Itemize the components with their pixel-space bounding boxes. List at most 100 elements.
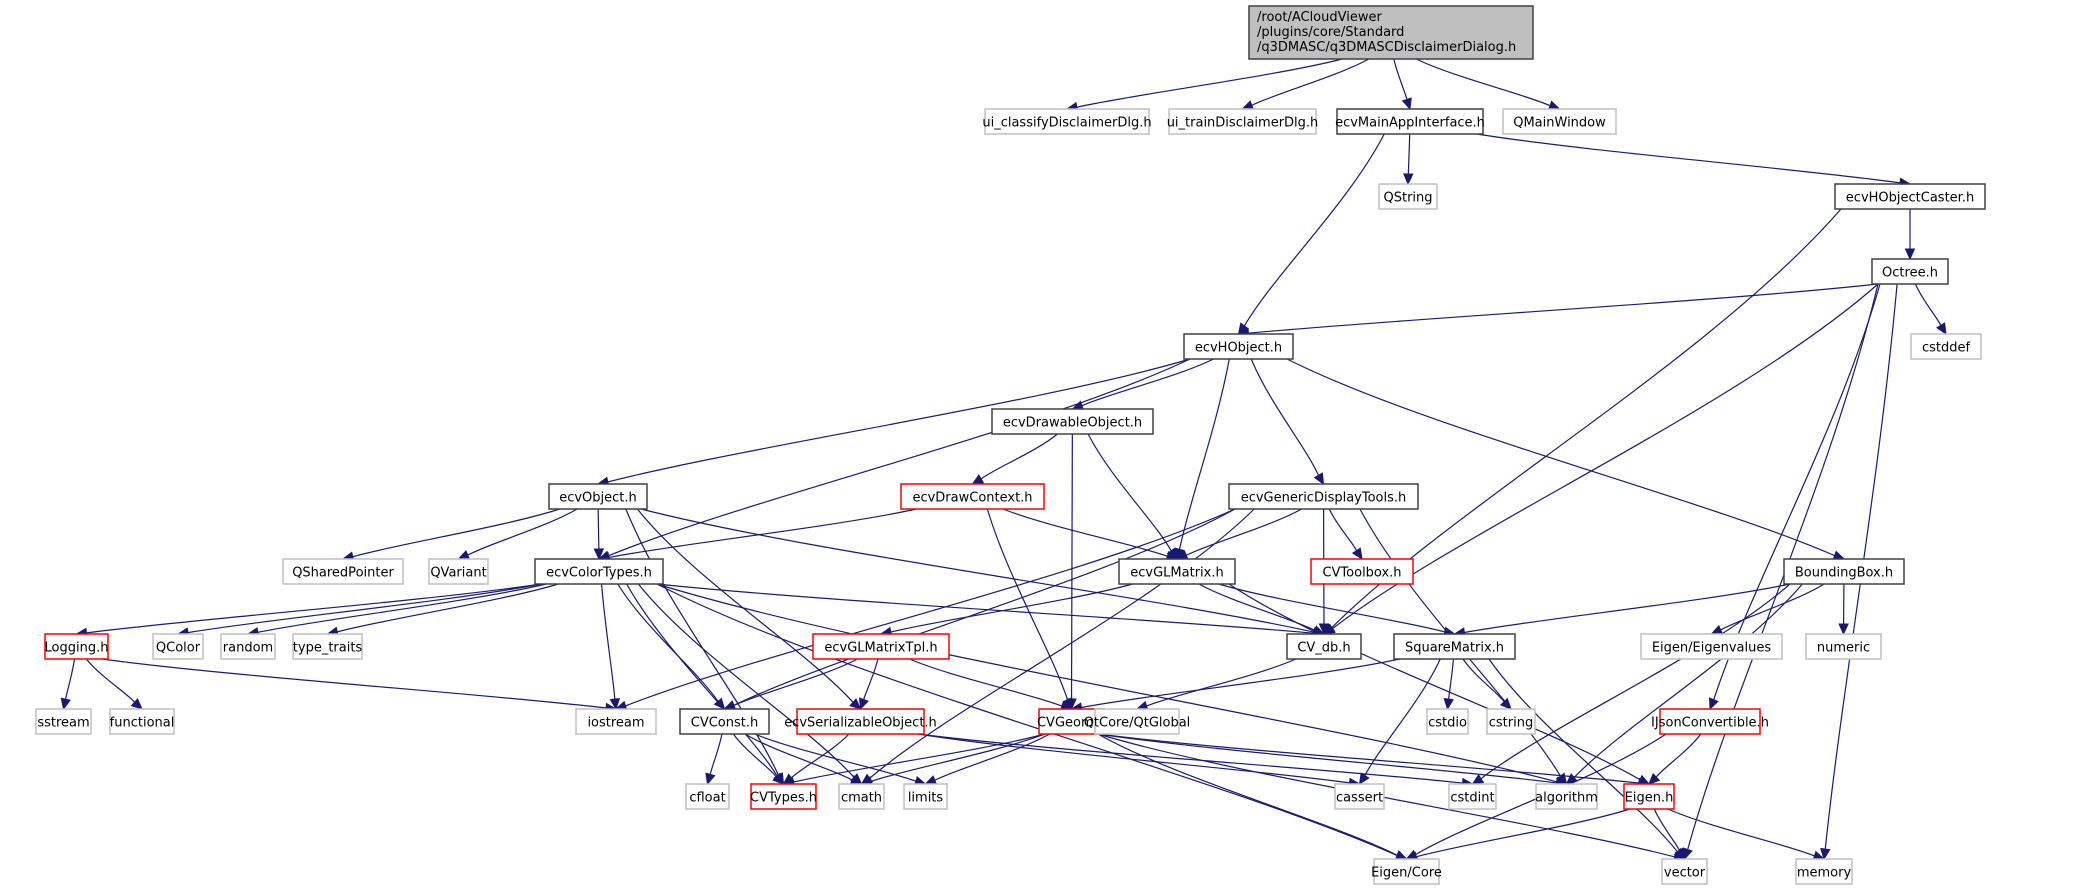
edge-root-to-QMainWindow [1416,58,1561,111]
node-ecvDrawContext[interactable]: ecvDrawContext.h [900,483,1045,510]
node-label: type_traits [293,641,363,656]
node-vector: vector [1661,858,1708,885]
node-label: vector [1664,866,1706,881]
node-box [1378,183,1438,210]
arrowhead-icon [1313,472,1325,486]
node-ecvGLMatrixTpl[interactable]: ecvGLMatrixTpl.h [812,633,950,660]
node-label: ecvGLMatrixTpl.h [824,641,937,656]
node-ecvGenericDisplayTools[interactable]: ecvGenericDisplayTools.h [1228,483,1419,510]
node-box [903,783,948,810]
node-ecvHObjectCaster[interactable]: ecvHObjectCaster.h [1834,183,1986,210]
node-IJsonConvertible[interactable]: IJsonConvertible.h [1651,708,1769,735]
node-label: ecvSerializableObject.h [784,716,937,731]
edge-line [1488,658,1678,853]
edge-line [600,583,616,700]
edge-ecvColorTypes-to-CVTypes [626,583,785,785]
edge-line [980,433,1058,480]
node-ecvHObject[interactable]: ecvHObject.h [1183,333,1294,360]
edge-line [1251,58,1370,106]
edge-line [1364,658,1441,776]
edge-line [656,583,1315,634]
node-label: ui_classifyDisclaimerDlg.h [982,116,1151,131]
node-label: Eigen/Eigenvalues [1652,641,1772,656]
edge-line [870,733,1046,782]
node-ecvMainApp[interactable]: ecvMainAppInterface.h [1335,108,1485,135]
node-CV_db[interactable]: CV_db.h [1286,633,1362,660]
edge-line [1476,133,1901,184]
node-label: cmath [841,791,882,806]
arrowhead-icon [130,698,143,710]
node-box [1910,333,1982,360]
node-ecvGLMatrix[interactable]: ecvGLMatrix.h [1118,558,1236,585]
edge-EigenH-to-EigenCore [1405,808,1631,862]
node-EigenCore: Eigen/Core [1371,858,1442,885]
edge-ecvHObject-to-ecvDrawableObject [1071,358,1214,411]
node-label: ecvHObjectCaster.h [1846,191,1974,206]
node-Octree[interactable]: Octree.h [1871,258,1949,285]
node-label: ecvGenericDisplayTools.h [1241,491,1407,506]
edge-SquareMatrix-to-cstdio [1443,658,1455,711]
node-EigenEigenvalues: Eigen/Eigenvalues [1640,633,1783,660]
edge-line [1002,508,1168,557]
edge-BoundingBox-to-numeric [1838,583,1849,636]
arrowhead-icon [1820,847,1831,861]
node-CVTypes[interactable]: CVTypes.h [750,783,817,810]
edge-line [1286,358,1835,557]
node-root[interactable]: /root/ACloudViewer/plugins/core/Standard… [1248,5,1534,60]
node-box [1094,708,1180,735]
node-EigenH[interactable]: Eigen.h [1623,783,1675,810]
node-ecvColorTypes[interactable]: ecvColorTypes.h [534,558,664,585]
arrowhead-icon [705,772,716,786]
node-box [575,708,657,735]
edge-line [1097,733,1675,858]
edge-ecvMainApp-to-ecvHObject [1237,133,1385,335]
node-label: cstring [1489,716,1533,731]
node-label: limits [908,791,944,806]
edge-line [1070,433,1073,700]
edge-line [640,508,1315,633]
node-limits: limits [903,783,948,810]
node-algorithm: algorithm [1535,783,1598,810]
node-ecvObject[interactable]: ecvObject.h [548,483,648,510]
node-box [991,408,1154,435]
node-box [984,108,1150,135]
edge-ecvDrawableObject-to-ecvDrawContext [971,433,1058,485]
node-box [1783,558,1905,585]
node-iostream: iostream [575,708,657,735]
edge-line [1081,658,1401,709]
edge-SquareMatrix-to-vector [1488,658,1686,860]
edge-line [791,733,850,779]
node-SquareMatrix[interactable]: SquareMatrix.h [1393,633,1516,660]
node-box [1805,633,1882,660]
node-box [1118,558,1236,585]
node-CVToolbox[interactable]: CVToolbox.h [1310,558,1414,585]
edge-ecvGLMatrixTpl-to-ecvSerializableObject [858,658,879,711]
edge-line [1464,583,1791,634]
edge-SquareMatrix-to-cassert [1358,658,1441,786]
arrowhead-icon [924,775,938,785]
node-label: /root/ACloudViewer [1257,10,1382,25]
node-box [750,783,817,810]
edge-line [754,733,917,782]
edge-line [617,583,719,702]
edge-ecvObject-to-ecvSerializableObject [636,508,862,710]
node-label: IJsonConvertible.h [1651,716,1769,731]
node-BoundingBox[interactable]: BoundingBox.h [1783,558,1905,585]
edge-line [637,583,855,778]
node-Logging[interactable]: Logging.h [44,633,109,660]
edge-line [467,508,578,556]
edge-line [1462,658,1505,703]
node-ecvSerializableObject[interactable]: ecvSerializableObject.h [784,708,937,735]
node-label: iostream [587,716,644,731]
arrowhead-icon [1358,772,1370,786]
edge-ecvHObjectCaster-to-Octree [1904,209,1916,261]
edge-Octree-to-cstddef [1914,283,1947,336]
node-box [1661,858,1708,885]
node-box [1336,108,1484,135]
edge-ecvGLMatrixTpl-to-CVGeom [909,658,1073,711]
node-CVGeom[interactable]: CVGeom.h [1037,708,1106,735]
edge-line [890,583,1133,633]
node-CVConst[interactable]: CVConst.h [679,708,770,735]
node-ecvDrawableObject[interactable]: ecvDrawableObject.h [991,408,1154,435]
